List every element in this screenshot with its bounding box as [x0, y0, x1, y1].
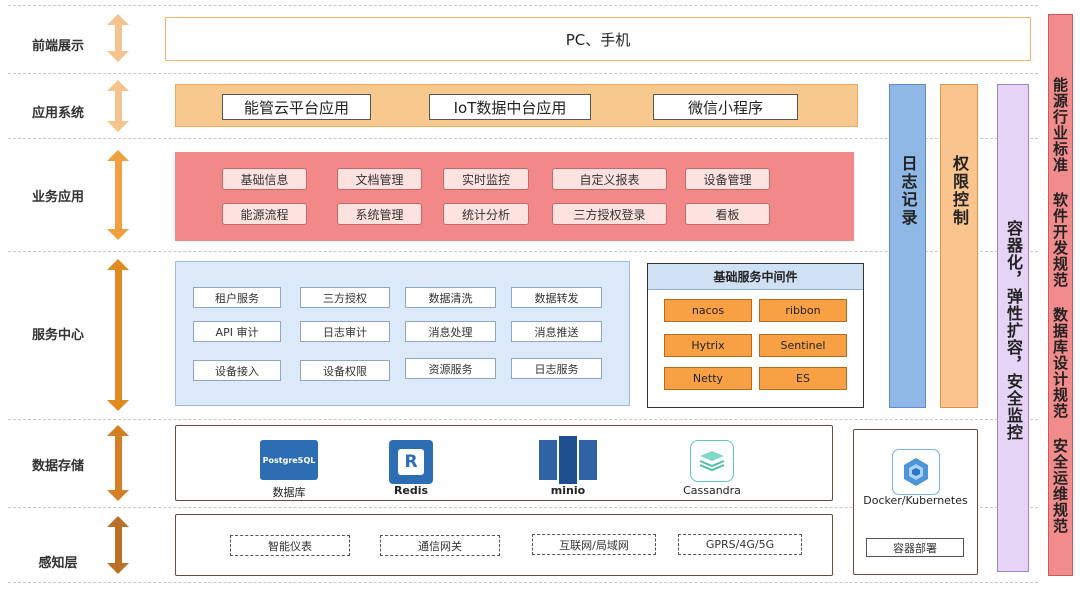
middleware-chip: nacos — [664, 299, 752, 322]
container-bar-label: 容器化，弹性扩容，安全监控 — [1004, 220, 1023, 441]
svc-chip: 设备权限 — [300, 360, 390, 381]
biz-chip: 系统管理 — [337, 203, 422, 225]
double-arrow-icon — [107, 425, 129, 501]
layer-label-business: 业务应用 — [31, 190, 84, 205]
biz-chip: 实时监控 — [443, 168, 529, 190]
minio-icon — [539, 436, 597, 484]
svc-chip: 日志服务 — [511, 358, 602, 379]
postgresql-icon: PostgreSQL — [260, 440, 318, 480]
biz-chip: 能源流程 — [222, 203, 307, 225]
cassandra-label: Cassandra — [683, 484, 741, 497]
double-arrow-icon — [107, 516, 129, 574]
svc-chip: 租户服务 — [193, 287, 281, 308]
cassandra-icon — [690, 440, 734, 482]
svc-chip: 设备接入 — [193, 360, 281, 381]
frontend-label: PC、手机 — [565, 30, 631, 49]
postgresql-label: 数据库 — [272, 486, 306, 499]
separator — [8, 582, 1038, 583]
svc-chip: 数据清洗 — [405, 287, 496, 308]
svc-chip: 消息推送 — [511, 321, 602, 342]
double-arrow-icon — [107, 14, 129, 62]
permission-bar-label: 权限控制 — [950, 155, 969, 227]
middleware-chip: Sentinel — [759, 334, 847, 357]
layer-label-service: 服务中心 — [31, 328, 84, 343]
log-bar: 日志记录 — [889, 84, 926, 408]
separator — [8, 138, 1038, 139]
service-center-bar: 租户服务 三方授权 数据清洗 数据转发 API 审计 日志审计 消息处理 消息推… — [175, 261, 630, 406]
redis-label: Redis — [393, 484, 429, 497]
standards-bar: 能源行业标准 软件开发规范 数据库设计规范 安全运维规范 — [1048, 14, 1073, 576]
separator — [8, 251, 1038, 252]
biz-chip: 三方授权登录 — [552, 203, 667, 225]
kubernetes-icon — [892, 449, 940, 495]
separator — [8, 507, 1038, 508]
biz-chip: 看板 — [685, 203, 770, 225]
app-chip-wechat: 微信小程序 — [653, 94, 798, 120]
docker-label: Docker/Kubernetes — [863, 494, 968, 507]
permission-bar: 权限控制 — [940, 84, 978, 408]
business-bar: 基础信息 文档管理 实时监控 自定义报表 设备管理 能源流程 系统管理 统计分析… — [175, 152, 854, 241]
container-bar: 容器化，弹性扩容，安全监控 — [997, 84, 1029, 572]
separator — [8, 419, 1038, 420]
perception-bar: 智能仪表 通信网关 互联网/局域网 GPRS/4G/5G — [175, 514, 833, 576]
layer-label-storage: 数据存储 — [31, 459, 84, 474]
layer-label-perception: 感知层 — [38, 556, 78, 571]
svc-chip: 资源服务 — [405, 358, 496, 379]
middleware-title: 基础服务中间件 — [648, 264, 863, 290]
svc-chip: API 审计 — [193, 321, 281, 342]
data-storage-bar: PostgreSQL 数据库 R Redis minio Cassandra — [175, 425, 833, 501]
double-arrow-icon — [107, 80, 129, 132]
app-chip-iot: IoT数据中台应用 — [429, 94, 591, 120]
double-arrow-icon — [107, 259, 129, 411]
perception-chip: GPRS/4G/5G — [678, 534, 802, 555]
middleware-chip: ribbon — [759, 299, 847, 322]
middleware-chip: Hytrix — [664, 334, 752, 357]
app-chip-energy-cloud: 能管云平台应用 — [222, 94, 371, 120]
separator — [8, 5, 1038, 6]
svc-chip: 日志审计 — [300, 321, 390, 342]
svc-chip: 三方授权 — [300, 287, 390, 308]
double-arrow-icon — [107, 150, 129, 240]
standards-bar-label: 能源行业标准 软件开发规范 数据库设计规范 安全运维规范 — [1051, 77, 1069, 534]
layer-label-frontend: 前端展示 — [31, 39, 84, 54]
biz-chip: 自定义报表 — [552, 168, 667, 190]
perception-chip: 通信网关 — [380, 535, 500, 556]
application-bar: 能管云平台应用 IoT数据中台应用 微信小程序 — [175, 84, 858, 127]
middleware-box: 基础服务中间件 nacos ribbon Hytrix Sentinel Net… — [647, 263, 864, 408]
biz-chip: 统计分析 — [443, 203, 529, 225]
middleware-chip: ES — [759, 367, 847, 390]
svc-chip: 数据转发 — [511, 287, 602, 308]
biz-chip: 基础信息 — [222, 168, 307, 190]
docker-box: Docker/Kubernetes 容器部署 — [853, 429, 978, 575]
redis-icon: R — [389, 440, 433, 484]
frontend-bar: PC、手机 — [165, 17, 1031, 61]
layer-label-application: 应用系统 — [31, 106, 84, 121]
container-deploy-chip: 容器部署 — [866, 538, 964, 557]
log-bar-label: 日志记录 — [898, 155, 918, 227]
perception-chip: 智能仪表 — [230, 535, 350, 556]
middleware-chip: Netty — [664, 367, 752, 390]
biz-chip: 设备管理 — [685, 168, 770, 190]
separator — [8, 73, 1038, 74]
svc-chip: 消息处理 — [405, 321, 496, 342]
minio-label: minio — [550, 484, 586, 497]
perception-chip: 互联网/局域网 — [532, 534, 656, 555]
biz-chip: 文档管理 — [337, 168, 422, 190]
